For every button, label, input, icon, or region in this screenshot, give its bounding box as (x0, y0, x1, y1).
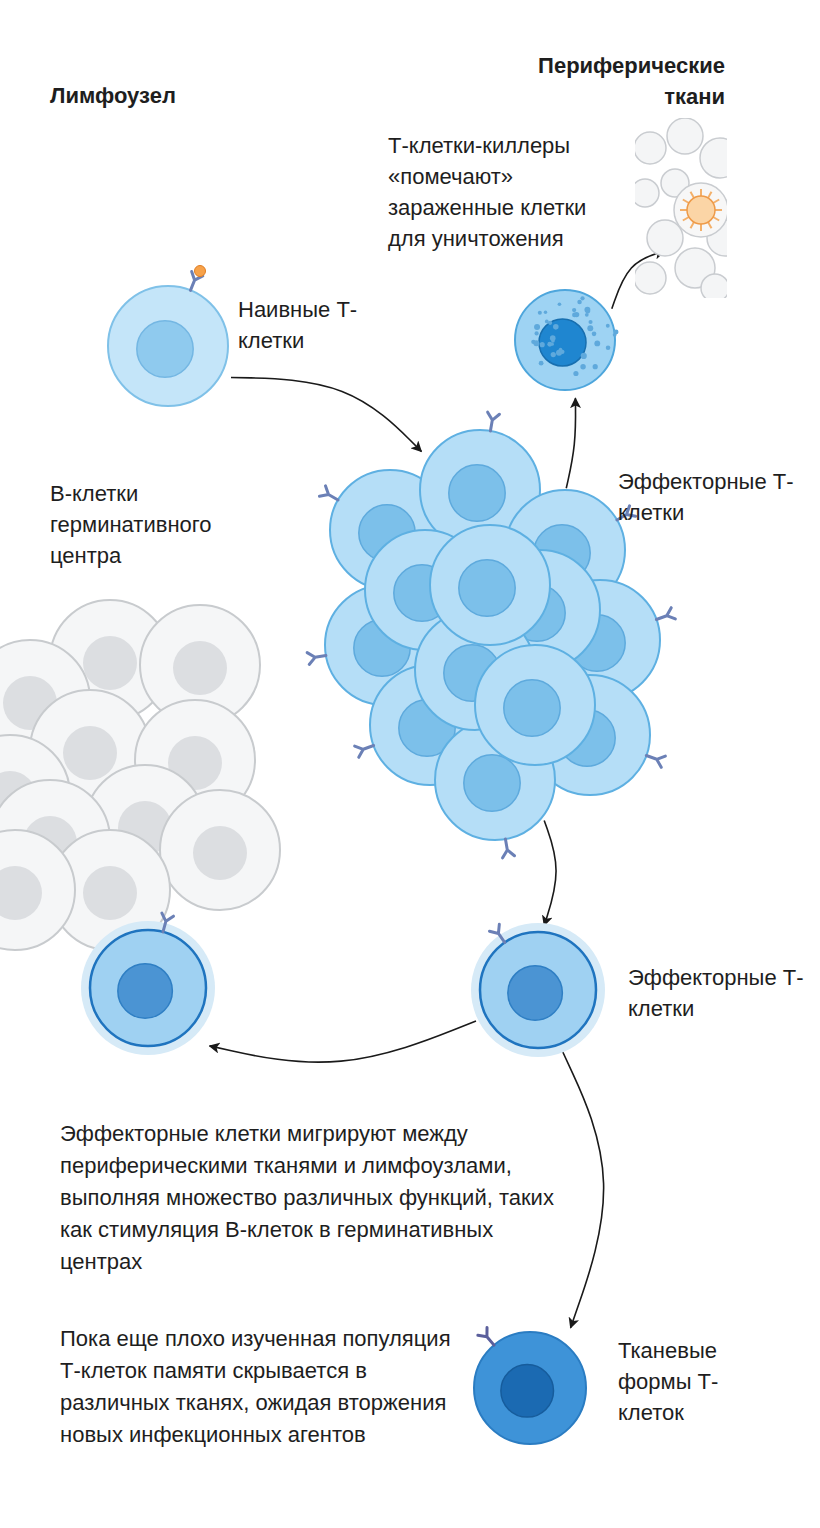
receptor (489, 924, 509, 946)
node-label: Т-клетки-киллеры «помечают» зараженные к… (388, 130, 606, 254)
receptor (157, 913, 173, 933)
cell-drawing (105, 283, 231, 409)
cell-drawing (635, 118, 727, 298)
receptor (355, 740, 376, 757)
note-text: Пока еще плохо изученная популяция Т-кле… (60, 1323, 460, 1451)
receptor (478, 1327, 499, 1349)
infected-cell (674, 183, 727, 237)
connector-arrow (563, 1052, 604, 1328)
connector-arrow (544, 820, 556, 925)
note-text: Эффекторные клетки мигрируют между периф… (60, 1118, 560, 1278)
tissue-t-cell: Тканевые формы Т-клеток (472, 1330, 588, 1446)
cell (108, 271, 228, 406)
node-label: Периферические ткани (505, 50, 725, 112)
virus (80, 146, 170, 234)
node-label: Тканевые формы Т-клеток (618, 1335, 753, 1428)
killer-t-cell: Т-клетки-киллеры «помечают» зараженные к… (513, 288, 617, 392)
cell (475, 645, 595, 765)
connector-arrow (566, 398, 575, 488)
receptor (500, 838, 515, 858)
cell (430, 525, 550, 645)
node-label: Лимфоузел (50, 80, 250, 111)
tissue-texture (635, 118, 727, 298)
antigen (195, 266, 206, 277)
cell-drawing (513, 288, 617, 392)
node-label: Эффекторные Т-клетки (618, 466, 803, 528)
b-cell (0, 830, 75, 950)
peripheral-tissue: Периферические ткани (635, 118, 727, 298)
effector-cluster: Эффекторные Т-клетки (330, 435, 645, 845)
naive-t-cell: Наивные Т-клетки (105, 283, 231, 409)
cell-drawing (476, 928, 600, 1052)
cell (471, 923, 605, 1057)
cell-drawing (20, 590, 260, 1060)
receptor (654, 608, 675, 625)
b-cell (160, 790, 280, 910)
effector-t-cell: Эффекторные Т-клетки (476, 928, 600, 1052)
connector-arrow (231, 378, 421, 452)
cell-drawing (472, 1330, 588, 1446)
node-label: Эффекторные Т-клетки (628, 962, 813, 1024)
cell (515, 290, 615, 390)
cell (474, 1327, 586, 1444)
cell (81, 913, 215, 1055)
node-label: В-клетки герминативного центра (50, 478, 255, 571)
node-label: Наивные Т-клетки (238, 294, 368, 356)
receptor (485, 412, 500, 432)
receptor (319, 486, 341, 505)
connector-arrow (210, 1021, 476, 1062)
cell-drawing (330, 435, 645, 845)
receptor (644, 750, 665, 767)
receptor (307, 650, 327, 665)
germinal-center-b-cells: В-клетки герминативного центра (20, 590, 260, 1060)
antigen-arrow (148, 238, 187, 267)
